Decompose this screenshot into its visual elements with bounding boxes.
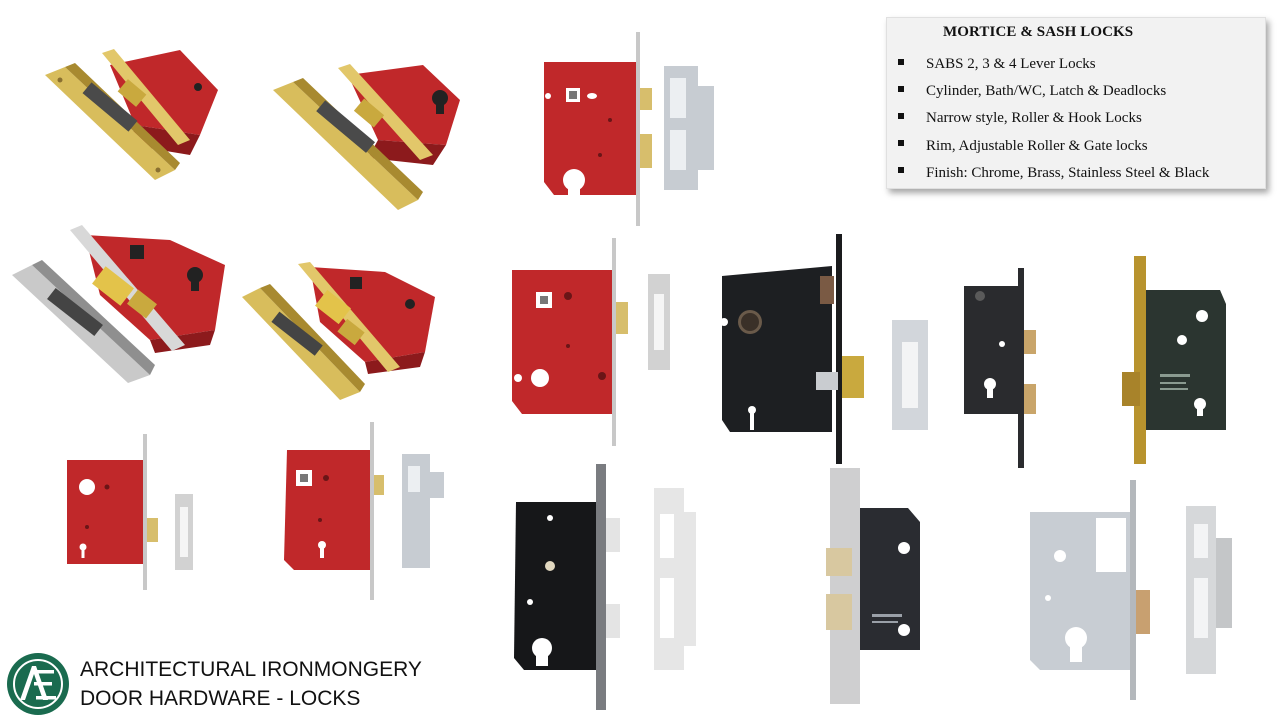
page-caption: ARCHITECTURAL IRONMONGERY DOOR HARDWARE … [80,655,422,713]
feature-item: Cylinder, Bath/WC, Latch & Deadlocks [897,78,1209,105]
feature-item: Narrow style, Roller & Hook Locks [897,105,1209,132]
info-box: MORTICE & SASH LOCKS SABS 2, 3 & 4 Lever… [886,17,1266,189]
feature-item: Rim, Adjustable Roller & Gate locks [897,133,1209,160]
bullet-icon [898,140,904,147]
feature-item: Finish: Chrome, Brass, Stainless Steel &… [897,160,1209,187]
bullet-icon [898,167,904,174]
info-box-title: MORTICE & SASH LOCKS [943,24,1134,40]
bullet-icon [898,85,904,92]
feature-item: SABS 2, 3 & 4 Lever Locks [897,51,1209,78]
black-mortice-lock-image [720,234,928,464]
red-mortice-lock-top-image [544,32,714,226]
brass-sash-lock-image [45,49,218,180]
company-logo [7,653,69,715]
brass-euro-sash-lock-image [273,64,460,210]
black-euro-lock-brass-image [964,268,1036,468]
red-brass-sash-lock-image [242,262,435,400]
red-mortice-lock-small-image [67,434,193,590]
bullet-icon [898,112,904,119]
bullet-icon [898,58,904,65]
red-chrome-sash-lock-image [12,225,225,383]
black-euro-sash-lock-stainless-image [514,464,696,710]
caption-line-1: ARCHITECTURAL IRONMONGERY [80,658,422,681]
red-mortice-lock-keeper-image [284,422,444,600]
black-warning-sash-lock-image [826,468,920,704]
red-mortice-lock-middle-image [512,238,670,446]
black-euro-lock-brass-faceplate-image [1122,256,1226,464]
feature-list: SABS 2, 3 & 4 Lever Locks Cylinder, Bath… [897,51,1209,187]
silver-euro-sash-lock-image [1030,480,1232,700]
caption-line-2: DOOR HARDWARE - LOCKS [80,687,361,710]
